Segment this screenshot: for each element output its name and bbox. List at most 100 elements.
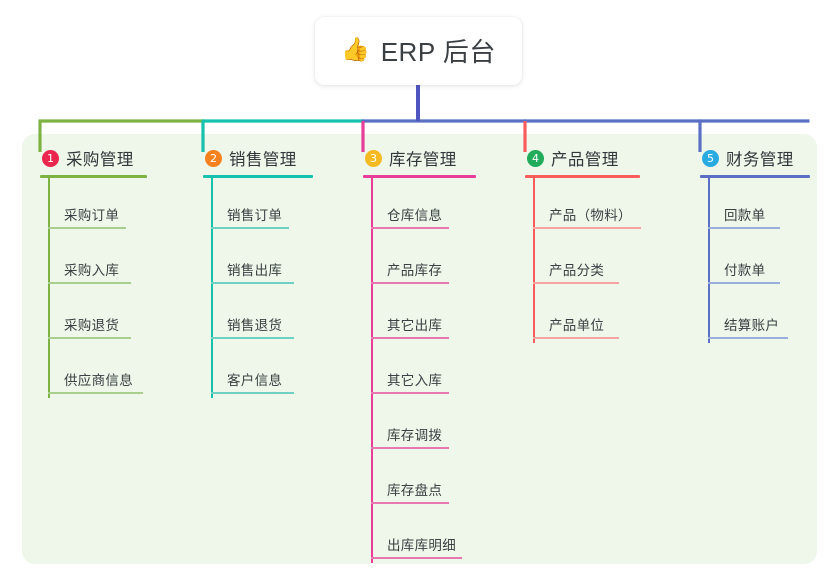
leaf-list: 采购订单采购入库采购退货供应商信息: [40, 178, 147, 398]
branch-header-2[interactable]: 2 销售管理: [203, 146, 313, 170]
leaf-item-label: 回款单: [724, 208, 766, 223]
leaf-item-underline: [533, 227, 641, 229]
branch-number-badge: 1: [42, 149, 59, 167]
leaf-item-underline: [708, 282, 780, 284]
leaf-item-underline: [48, 227, 126, 229]
leaf-item[interactable]: 客户信息: [203, 343, 313, 398]
leaf-item-label: 产品分类: [549, 263, 605, 278]
branch-column-2: 2 销售管理销售订单销售出库销售退货客户信息: [203, 146, 313, 398]
branch-column-3: 3 库存管理仓库信息产品库存其它出库其它入库库存调拨库存盘点出库库明细: [363, 146, 476, 563]
leaf-item-label: 出库库明细: [387, 538, 456, 553]
root-node[interactable]: 👍 ERP 后台: [315, 17, 522, 85]
branch-title: 财务管理: [726, 151, 794, 169]
leaf-item-label: 其它出库: [387, 318, 443, 333]
leaf-item[interactable]: 供应商信息: [40, 343, 147, 398]
leaf-list: 产品（物料） 产品分类产品单位: [525, 178, 641, 343]
leaf-item[interactable]: 产品库存: [363, 233, 476, 288]
leaf-item-label: 销售退货: [227, 318, 283, 333]
leaf-item-label: 库存盘点: [387, 483, 443, 498]
leaf-item[interactable]: 其它入库: [363, 343, 476, 398]
branch-column-5: 5 财务管理回款单付款单结算账户: [700, 146, 810, 343]
leaf-item-label: 结算账户: [724, 318, 780, 333]
root-title: ERP 后台: [380, 36, 496, 67]
leaf-item[interactable]: 其它出库: [363, 288, 476, 343]
branch-title: 库存管理: [389, 151, 457, 169]
leaf-item-underline: [211, 392, 294, 394]
branch-spine: [211, 178, 213, 398]
leaf-item[interactable]: 产品单位: [525, 288, 640, 343]
branch-spine: [48, 178, 50, 398]
branch-number-badge: 4: [527, 149, 544, 167]
branch-spine: [708, 178, 710, 343]
branch-number-badge: 2: [205, 149, 222, 167]
leaf-item-label: 客户信息: [227, 373, 283, 388]
leaf-item-label: 采购退货: [64, 318, 120, 333]
leaf-item-underline: [371, 392, 449, 394]
leaf-item-underline: [48, 337, 131, 339]
leaf-item-underline: [371, 337, 449, 339]
leaf-item-label: 采购入库: [64, 263, 120, 278]
leaf-item-label: 库存调拨: [387, 428, 443, 443]
leaf-item-underline: [371, 557, 462, 559]
branch-spine: [533, 178, 535, 343]
leaf-item-label: 采购订单: [64, 208, 120, 223]
branch-spine: [371, 178, 373, 563]
leaf-item-underline: [211, 337, 294, 339]
leaf-item-label: 产品单位: [549, 318, 605, 333]
leaf-item-underline: [371, 227, 449, 229]
leaf-item-underline: [533, 337, 619, 339]
leaf-item[interactable]: 仓库信息: [363, 178, 476, 233]
leaf-item-label: 销售出库: [227, 263, 283, 278]
leaf-item[interactable]: 回款单: [700, 178, 810, 233]
leaf-list: 回款单付款单结算账户: [700, 178, 810, 343]
leaf-item-underline: [211, 282, 294, 284]
leaf-item[interactable]: 付款单: [700, 233, 810, 288]
branch-number-badge: 5: [702, 149, 719, 167]
leaf-item-label: 付款单: [724, 263, 766, 278]
branch-underline: [525, 175, 640, 178]
leaf-item[interactable]: 库存盘点: [363, 453, 476, 508]
leaf-item-label: 其它入库: [387, 373, 443, 388]
leaf-item-underline: [48, 392, 143, 394]
leaf-item-label: 产品库存: [387, 263, 443, 278]
branch-number-badge: 3: [365, 149, 382, 167]
leaf-item[interactable]: 采购入库: [40, 233, 147, 288]
branch-header-4[interactable]: 4 产品管理: [525, 146, 640, 170]
leaf-item-underline: [708, 227, 780, 229]
leaf-list: 仓库信息产品库存其它出库其它入库库存调拨库存盘点出库库明细: [363, 178, 476, 563]
leaf-item[interactable]: 出库库明细: [363, 508, 476, 563]
branch-title: 销售管理: [229, 151, 297, 169]
leaf-item[interactable]: 结算账户: [700, 288, 810, 343]
branch-underline: [700, 175, 810, 178]
leaf-item[interactable]: 采购订单: [40, 178, 147, 233]
leaf-item-label: 产品（物料）: [549, 208, 632, 223]
branch-header-1[interactable]: 1 采购管理: [40, 146, 147, 170]
branch-column-1: 1 采购管理采购订单采购入库采购退货供应商信息: [40, 146, 147, 398]
branch-title: 采购管理: [66, 151, 134, 169]
branch-underline: [203, 175, 313, 178]
thumbs-up-icon: 👍: [341, 36, 370, 63]
leaf-item[interactable]: 产品分类: [525, 233, 640, 288]
leaf-item-underline: [371, 502, 449, 504]
branch-column-4: 4 产品管理产品（物料） 产品分类产品单位: [525, 146, 641, 343]
leaf-item-label: 供应商信息: [64, 373, 133, 388]
leaf-item[interactable]: 销售退货: [203, 288, 313, 343]
branch-underline: [363, 175, 476, 178]
branch-underline: [40, 175, 147, 178]
leaf-item[interactable]: 库存调拨: [363, 398, 476, 453]
leaf-item[interactable]: 销售出库: [203, 233, 313, 288]
branch-title: 产品管理: [551, 151, 619, 169]
branch-header-3[interactable]: 3 库存管理: [363, 146, 476, 170]
leaf-item-underline: [708, 337, 788, 339]
leaf-item-underline: [371, 282, 449, 284]
leaf-item[interactable]: 产品（物料）: [525, 178, 641, 233]
leaf-item[interactable]: 销售订单: [203, 178, 313, 233]
diagram-panel: [22, 134, 817, 564]
leaf-item[interactable]: 采购退货: [40, 288, 147, 343]
leaf-list: 销售订单销售出库销售退货客户信息: [203, 178, 313, 398]
branch-header-5[interactable]: 5 财务管理: [700, 146, 810, 170]
leaf-item-underline: [533, 282, 619, 284]
leaf-item-underline: [371, 447, 449, 449]
root-node-content: 👍 ERP 后台: [341, 32, 496, 69]
